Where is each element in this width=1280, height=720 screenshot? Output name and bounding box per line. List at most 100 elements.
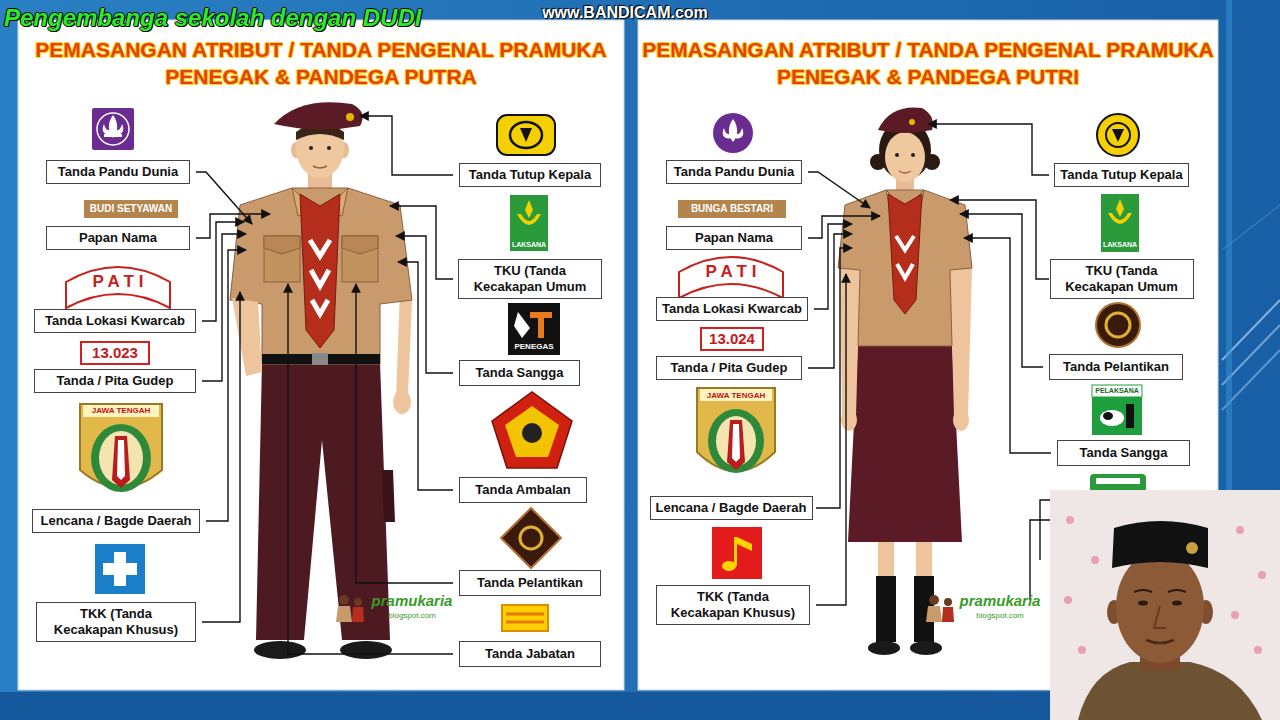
webcam-inset: [1231, 611, 1239, 619]
scout-girl-figure: [876, 576, 896, 642]
badge-icon: [339, 595, 349, 605]
badge-icon: [103, 124, 111, 135]
label-text: Tanda Pelantikan: [1063, 359, 1169, 375]
scout-girl-figure: [878, 107, 933, 133]
label-text: 13.024: [709, 330, 755, 348]
logo-text: blogspot.com: [950, 611, 1050, 621]
label-box: Lencana / Bagde Daerah: [650, 496, 813, 520]
webcam-inset: [1168, 590, 1186, 592]
scout-girl-figure: [840, 266, 860, 416]
badge-icon: [505, 406, 559, 457]
badge-icon: [723, 128, 731, 139]
label-box: TKU (Tanda Kecakapan Umum: [1050, 259, 1194, 299]
badge-icon: [522, 423, 542, 443]
leader-line: [950, 200, 1049, 279]
scout-girl-figure: [911, 153, 915, 157]
webcam-inset: [1112, 521, 1208, 568]
label-box: Tanda Sangga: [1057, 440, 1190, 466]
webcam-inset: [1254, 646, 1262, 654]
scout-boy-figure: [340, 641, 392, 659]
badge-icon: [530, 312, 552, 318]
scout-girl-figure: [878, 538, 894, 578]
badge-icon: [92, 108, 134, 150]
badge-icon: [712, 527, 762, 579]
label-text: 13.023: [92, 344, 138, 362]
label-frame: JAWA TENGAH: [80, 406, 162, 416]
logo-text: pramukaria: [362, 592, 462, 610]
label-box: Tanda Pandu Dunia: [46, 160, 190, 184]
label-frame: LAKSANA: [1090, 240, 1150, 249]
badge-icon: [104, 134, 122, 137]
webcam-inset: [1146, 640, 1174, 643]
leader-line: [398, 262, 453, 490]
badge-text: LAKSANA: [499, 240, 559, 249]
label-text: Tanda Lokasi Kwarcab: [45, 313, 185, 329]
webcam-inset: [1091, 556, 1099, 564]
badge-icon: [66, 267, 170, 308]
leader-line: [196, 172, 252, 224]
label-box: TKK (Tanda Kecakapan Khusus): [36, 602, 196, 642]
scout-girl-figure: [838, 190, 972, 346]
name-plate: BUNGA BESTARI: [678, 200, 786, 218]
label-box: Tanda / Pita Gudep: [656, 356, 802, 380]
webcam-inset: [1078, 646, 1086, 654]
panel-sheet: PEMASANGAN ATRIBUT / TANDA PENGENAL PRAM…: [18, 20, 624, 690]
label-text: Tanda / Pita Gudep: [671, 360, 788, 376]
label-text: TKU (Tanda Kecakapan Umum: [1057, 263, 1187, 295]
badge-icon: [502, 605, 548, 631]
location-badge-text: PATI: [70, 272, 166, 292]
leader-line: [356, 284, 453, 583]
badge-icon: [501, 508, 561, 568]
badge-icon: [115, 124, 123, 135]
scout-boy-figure: [300, 194, 340, 348]
label-box: TKU (Tanda Kecakapan Umum: [458, 259, 602, 299]
badge-icon: [1103, 412, 1113, 420]
badge-icon: [538, 318, 544, 338]
logo-text: blogspot.com: [362, 611, 462, 621]
label-box: Tanda Tutup Kepala: [1054, 163, 1189, 187]
label-box: Tanda Jabatan: [459, 641, 601, 667]
badge-icon: [729, 119, 737, 142]
label-frame: pramukaria: [362, 592, 462, 610]
badge-icon: [506, 621, 544, 624]
scout-girl-figure: [916, 538, 932, 578]
scout-girl-figure: [848, 343, 962, 542]
leader-line: [196, 116, 1051, 654]
label-text: BUDI SETYAWAN: [90, 203, 172, 215]
scout-boy-figure: [262, 354, 380, 364]
badge-icon: [734, 537, 737, 566]
badge-icon: [722, 561, 736, 571]
scout-boy-figure: [396, 290, 412, 398]
label-frame: PELAKSANA: [1087, 386, 1147, 395]
badge-text: PELAKSANA: [1087, 386, 1147, 395]
badge-icon: [679, 257, 783, 298]
label-frame: pramukaria: [950, 592, 1050, 610]
scout-boy-figure: [313, 166, 327, 168]
webcam-inset: [1078, 662, 1262, 720]
badge-icon: [80, 404, 162, 488]
badge-icon: [1106, 123, 1130, 147]
label-text: TKK (Tanda Kecakapan Khusus): [51, 606, 181, 638]
label-frame: blogspot.com: [362, 611, 462, 621]
badge-icon: [510, 122, 542, 148]
badge-icon: [713, 113, 753, 153]
label-text: Papan Nama: [695, 230, 773, 246]
scout-girl-figure: [870, 154, 886, 170]
scout-boy-figure: [309, 146, 313, 150]
webcam-inset: [1236, 526, 1244, 534]
location-badge-text: PATI: [683, 262, 779, 282]
badge-icon: [735, 128, 743, 139]
scout-girl-figure: [950, 266, 972, 416]
badge-icon: [737, 537, 752, 551]
label-text: Tanda / Pita Gudep: [57, 373, 174, 389]
label-box: Tanda Lokasi Kwarcab: [34, 309, 196, 333]
badge-icon: [1096, 303, 1140, 347]
scout-boy-figure: [393, 390, 411, 414]
label-box: Papan Nama: [46, 226, 190, 250]
leader-line: [816, 274, 846, 605]
label-text: Lencana / Bagde Daerah: [41, 513, 192, 529]
scout-boy-figure: [310, 240, 330, 256]
leader-line: [1040, 500, 1051, 560]
leader-line: [202, 292, 240, 622]
